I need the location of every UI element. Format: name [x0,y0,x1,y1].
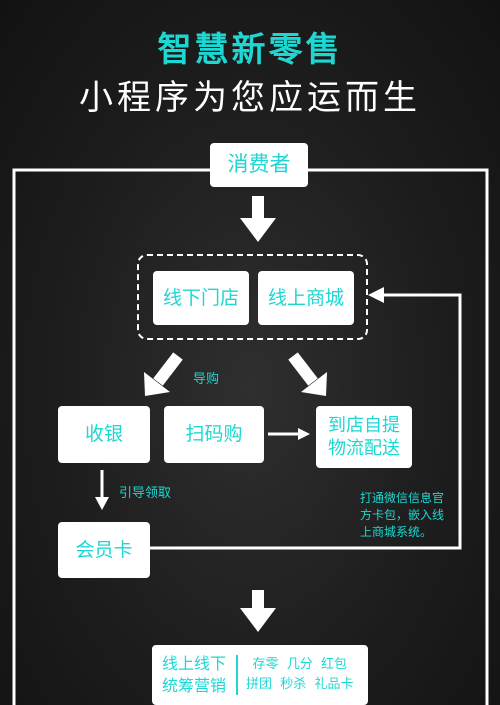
note-text: 打通微信信息官 方卡包，嵌入线 上商城系统。 [360,490,444,540]
delivery-label: 物流配送 [328,438,400,459]
main-title: 智慧新零售 [157,30,343,70]
guide-receive-label: 引导领取 [119,486,172,501]
features-line-1: 存零 几分 红包 [252,656,348,672]
marketing-title-line-2: 统筹营销 [162,676,227,695]
scan-buy-label: 扫码购 [185,423,243,446]
guide-purchase-label: 导购 [193,372,220,387]
checkout-label: 收银 [84,423,123,446]
subtitle: 小程序为您应运而生 [79,78,421,118]
offline-store-box: 线下门店 [153,271,249,325]
pickup-label: 到店自提 [328,414,400,436]
note-line-2: 方卡包，嵌入线 [360,507,445,522]
arrow-bottom-down [240,590,276,632]
arrow-checkout-to-member [95,470,109,510]
consumer-box: 消费者 [210,143,308,187]
marketing-box: 线上线下 统筹营销 存零 几分 红包 拼团 秒杀 礼品卡 [152,645,368,705]
scan-buy-box: 扫码购 [164,406,264,463]
marketing-title: 线上线下 统筹营销 [162,653,236,698]
arrow-right-diagonal [288,352,327,396]
marketing-features: 存零 几分 红包 拼团 秒杀 礼品卡 [236,654,354,696]
channel-group-dashed [137,254,368,340]
consumer-label: 消费者 [227,152,291,177]
note-line-1: 打通微信信息官 [360,491,445,505]
marketing-title-line-1: 线上线下 [162,653,227,673]
pickup-delivery-box: 到店自提 物流配送 [316,406,412,468]
online-mall-box: 线上商城 [258,271,354,325]
arrow-consumer-down [240,196,276,242]
note-feedback-line [150,293,462,550]
right-loop-line [308,168,489,705]
note-line-3: 上商城系统。 [360,524,433,539]
outer-loop-line [12,168,210,705]
member-card-label: 会员卡 [75,538,133,561]
features-line-2: 拼团 秒杀 礼品卡 [246,677,354,692]
member-card-box: 会员卡 [58,522,150,578]
offline-store-label: 线下门店 [162,286,239,309]
arrow-left-diagonal [144,352,183,396]
note-feedback-arrowhead [368,287,384,303]
online-mall-label: 线上商城 [267,286,344,309]
arrow-scan-to-pickup [268,428,310,440]
checkout-box: 收银 [58,406,150,463]
